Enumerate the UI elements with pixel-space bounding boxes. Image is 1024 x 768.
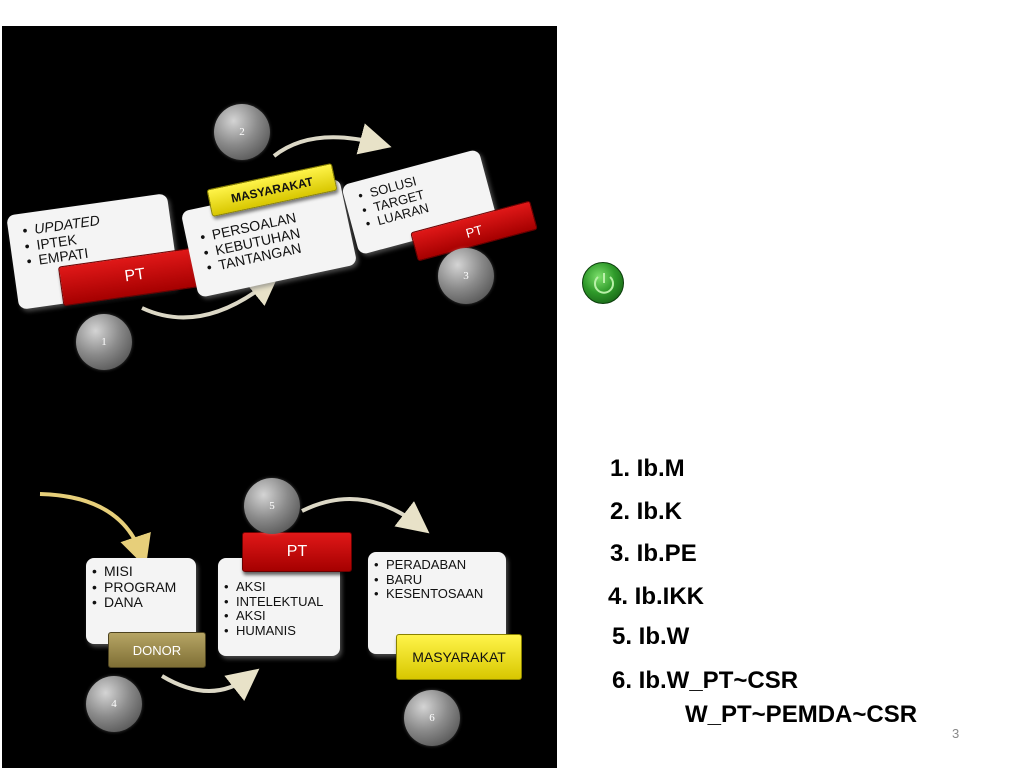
list-item-4: 4. Ib.IKK	[608, 583, 705, 610]
step-circle-5: 5	[244, 478, 300, 534]
item-misi: MISI	[92, 563, 190, 580]
item-dana: DANA	[92, 595, 190, 611]
pt-label-text: PT	[286, 543, 308, 560]
arrow-in	[39, 492, 151, 568]
card-misi: MISI PROGRAM DANA	[86, 558, 196, 644]
list-item-3: 3. Ib.PE	[610, 540, 697, 567]
item-kesentosaan: KESENTOSAAN	[374, 587, 500, 602]
item-humanis: HUMANIS	[224, 623, 334, 639]
card-aksi: AKSI INTELEKTUAL AKSI HUMANIS	[218, 558, 340, 656]
pt-label-text: PT	[464, 221, 484, 241]
list-item-5: 5. Ib.W	[612, 623, 690, 650]
slide-number: 3	[952, 726, 960, 741]
step-number: 5	[269, 500, 275, 512]
label-masyarakat-bottom: MASYARAKAT	[396, 634, 522, 680]
list-item-6-extra: W_PT~PEMDA~CSR	[685, 701, 918, 728]
masyarakat-text: MASYARAKAT	[412, 649, 506, 665]
step-circle-3: 3	[438, 248, 494, 304]
list-item-6: 6. Ib.W_PT~CSR	[612, 667, 799, 694]
power-symbol	[594, 273, 614, 294]
step-number: 2	[239, 126, 245, 138]
step-number: 3	[463, 270, 469, 282]
item-aksi-1: AKSI	[224, 579, 334, 595]
step-number: 1	[101, 336, 107, 348]
step-circle-4: 4	[86, 676, 142, 732]
connector-arrows	[39, 123, 430, 701]
step-circle-1: 1	[76, 314, 132, 370]
step-number: 6	[429, 712, 435, 724]
arrow-2	[272, 123, 392, 158]
item-peradaban: PERADABAN	[374, 557, 500, 573]
arrow-1	[141, 273, 280, 320]
arrow-4	[160, 668, 260, 701]
step-number: 4	[111, 698, 117, 710]
label-donor: DONOR	[108, 632, 206, 668]
item-intelektual: INTELEKTUAL	[224, 594, 334, 610]
item-program: PROGRAM	[92, 579, 190, 596]
power-icon[interactable]	[582, 262, 624, 304]
pt-label-text: PT	[123, 265, 147, 286]
step-circle-2: 2	[214, 104, 270, 160]
donor-text: DONOR	[132, 642, 182, 658]
item-baru: BARU	[374, 572, 500, 588]
step-circle-6: 6	[404, 690, 460, 746]
item-aksi-2: AKSI	[224, 609, 334, 624]
list-item-2: 2. Ib.K	[610, 498, 683, 525]
list-item-1: 1. Ib.M	[610, 455, 685, 482]
diagram-panel: UPDATED IPTEK EMPATI PT PERSOALAN KEBUTU…	[2, 26, 557, 768]
arrow-5	[301, 497, 430, 534]
label-pt-bottom: PT	[242, 532, 352, 572]
